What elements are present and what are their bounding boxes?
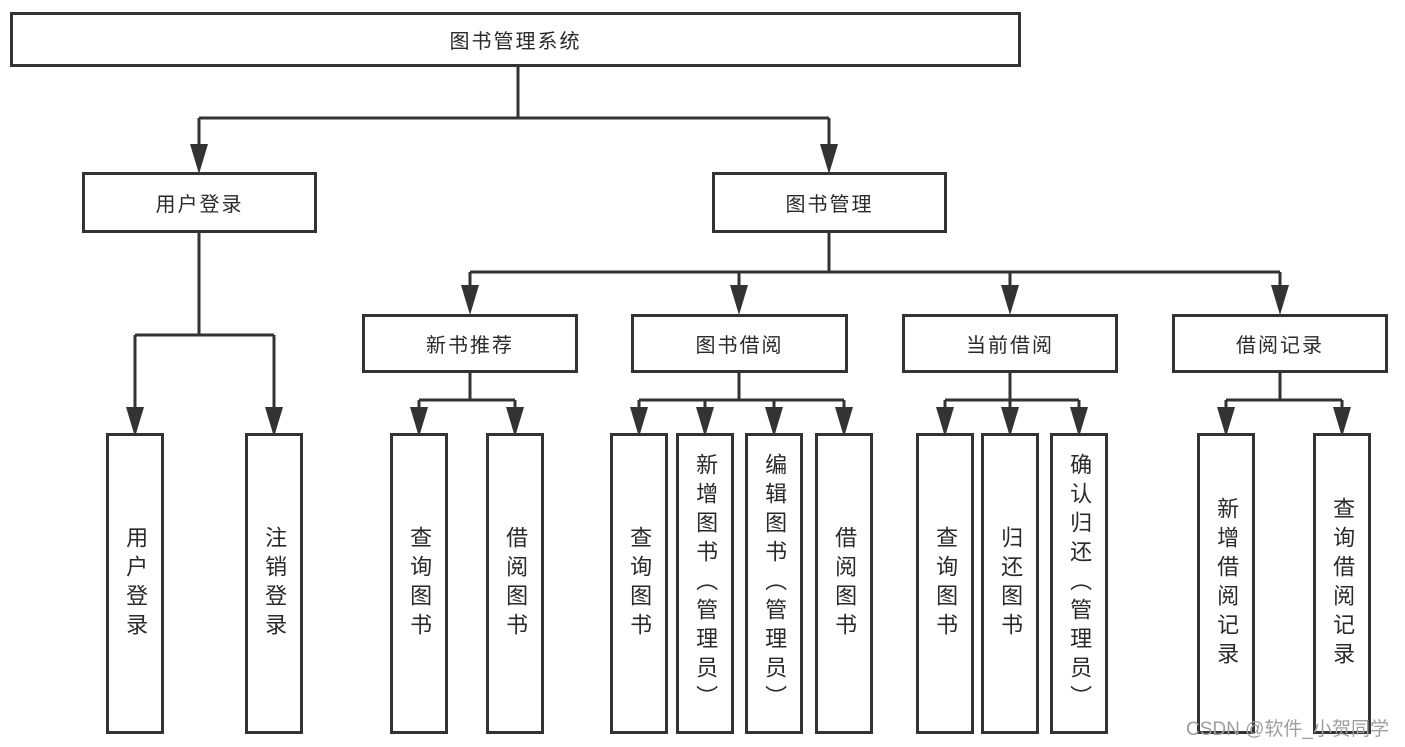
leaf-recommend-query-books: 查询图书 (390, 433, 448, 734)
node-borrow-records-label: 借阅记录 (1236, 335, 1324, 357)
connector-book-mgmt-children (461, 233, 1289, 315)
connector-root-to-level2 (190, 67, 838, 174)
leaf-borrow-query-books-label: 查询图书 (627, 525, 653, 642)
node-new-book-recommend: 新书推荐 (362, 314, 578, 373)
connector-new-book-children (410, 373, 524, 437)
leaf-current-confirm-return-admin: 确认归还（管理员） (1050, 433, 1108, 734)
node-current-borrow: 当前借阅 (902, 314, 1118, 373)
leaf-user-login-label: 用户登录 (123, 525, 149, 642)
leaf-logout-label: 注销登录 (262, 525, 288, 642)
arrow-down (1271, 285, 1289, 315)
csdn-watermark: CSDN @软件_小贺同学 (1186, 719, 1389, 740)
node-root: 图书管理系统 (10, 12, 1021, 67)
leaf-borrow-borrow-books-label: 借阅图书 (832, 525, 858, 642)
leaf-borrow-edit-books-admin: 编辑图书（管理员） (745, 433, 803, 734)
leaf-recommend-query-books-label: 查询图书 (407, 525, 433, 642)
arrow-down (730, 285, 748, 315)
arrow-down (835, 407, 853, 437)
leaf-records-add-record-label: 新增借阅记录 (1214, 496, 1240, 671)
connector-borrow-records-children (1217, 373, 1351, 437)
arrow-down (265, 407, 283, 437)
node-book-borrow-label: 图书借阅 (695, 335, 784, 357)
arrow-down (1333, 407, 1351, 437)
arrow-down (1001, 407, 1019, 437)
node-new-book-recommend-label: 新书推荐 (426, 335, 514, 357)
node-user-login-label: 用户登录 (155, 194, 244, 216)
leaf-current-return-books-label: 归还图书 (998, 525, 1024, 642)
node-root-label: 图书管理系统 (449, 31, 582, 53)
arrow-down (630, 407, 648, 437)
arrow-down (936, 407, 954, 437)
node-book-borrow: 图书借阅 (631, 314, 848, 373)
arrow-down (190, 144, 208, 174)
arrow-down (696, 407, 714, 437)
leaf-current-query-books-label: 查询图书 (933, 525, 959, 642)
leaf-records-query-record-label: 查询借阅记录 (1330, 496, 1356, 671)
leaf-records-query-record: 查询借阅记录 (1313, 433, 1371, 734)
node-user-login: 用户登录 (82, 172, 317, 233)
arrow-down (765, 407, 783, 437)
node-borrow-records: 借阅记录 (1172, 314, 1388, 373)
leaf-borrow-edit-books-admin-label: 编辑图书（管理员） (762, 453, 788, 714)
node-book-management: 图书管理 (712, 172, 947, 233)
arrow-down (410, 407, 428, 437)
leaf-user-login: 用户登录 (106, 433, 164, 734)
arrow-down (1001, 285, 1019, 315)
leaf-current-confirm-return-admin-label: 确认归还（管理员） (1067, 453, 1093, 714)
leaf-borrow-add-books-admin: 新增图书（管理员） (676, 433, 734, 734)
connector-user-login-children (126, 233, 283, 437)
arrow-down (1217, 407, 1235, 437)
leaf-borrow-query-books: 查询图书 (610, 433, 668, 734)
connector-book-borrow-children (630, 373, 853, 437)
node-current-borrow-label: 当前借阅 (966, 335, 1054, 357)
leaf-recommend-borrow-books-label: 借阅图书 (503, 525, 529, 642)
leaf-current-return-books: 归还图书 (981, 433, 1039, 734)
leaf-current-query-books: 查询图书 (916, 433, 974, 734)
connector-current-borrow-children (936, 373, 1088, 437)
arrow-down (461, 285, 479, 315)
arrow-down (820, 144, 838, 174)
leaf-borrow-borrow-books: 借阅图书 (815, 433, 873, 734)
arrow-down (1070, 407, 1088, 437)
leaf-borrow-add-books-admin-label: 新增图书（管理员） (693, 453, 719, 714)
leaf-records-add-record: 新增借阅记录 (1197, 433, 1255, 734)
leaf-logout: 注销登录 (245, 433, 303, 734)
leaf-recommend-borrow-books: 借阅图书 (486, 433, 544, 734)
arrow-down (506, 407, 524, 437)
arrow-down (126, 407, 144, 437)
node-book-management-label: 图书管理 (785, 194, 874, 216)
